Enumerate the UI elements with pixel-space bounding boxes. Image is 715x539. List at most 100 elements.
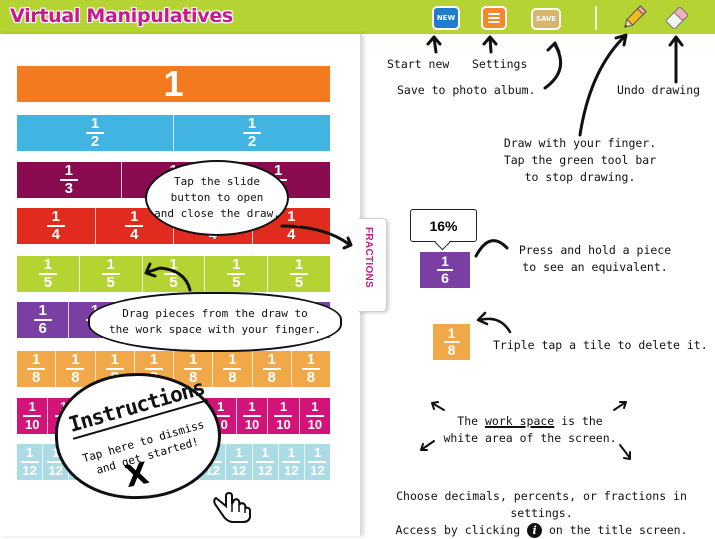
fraction-bar xyxy=(437,269,453,271)
fraction-bar xyxy=(59,179,78,181)
info-icon: i xyxy=(527,523,543,538)
fraction-bar xyxy=(243,132,261,134)
help-draw-line2: Tap the green tool bar xyxy=(503,153,657,167)
tile-denominator: 10 xyxy=(24,417,40,432)
drawer-slide-tab[interactable]: FRACTIONS xyxy=(359,218,387,312)
tile-denominator: 12 xyxy=(257,463,273,478)
tile-numerator: 1 xyxy=(294,256,304,273)
tile-denominator: 8 xyxy=(31,369,41,386)
tile-denominator: 5 xyxy=(294,274,304,291)
piece-denominator: 6 xyxy=(441,270,449,286)
workspace-post: is the xyxy=(554,414,603,428)
tile-denominator: 12 xyxy=(231,463,247,478)
tile-numerator: 1 xyxy=(64,162,73,179)
fraction-bar xyxy=(308,461,327,463)
fraction-bar xyxy=(144,368,163,370)
tile-numerator: 1 xyxy=(267,351,276,368)
tile-numerator: 1 xyxy=(169,256,178,273)
help-draw-text: Draw with your finger. Tap the green too… xyxy=(480,135,680,186)
fraction-tile-1[interactable]: 1 xyxy=(17,63,330,104)
fraction-bar xyxy=(274,415,293,417)
tile-numerator: 1 xyxy=(247,115,257,132)
tile-denominator: 12 xyxy=(48,463,63,478)
fraction-bar xyxy=(211,415,230,417)
piece-denominator: 8 xyxy=(447,342,456,358)
tile-denominator: 12 xyxy=(22,463,37,478)
tile-denominator: 3 xyxy=(64,180,73,197)
tile-denominator: 5 xyxy=(106,274,115,291)
pencil-icon[interactable] xyxy=(620,4,648,32)
slide-tip-bubble: Tap the slide button to open and close t… xyxy=(145,160,289,236)
piece-numerator: 1 xyxy=(447,325,456,341)
fraction-bar xyxy=(229,461,248,463)
fraction-bar xyxy=(243,415,262,417)
tile-denominator: 5 xyxy=(169,274,178,291)
tile-denominator: 12 xyxy=(284,463,299,478)
tile-denominator: 8 xyxy=(306,369,316,386)
drawer-tab-label: FRACTIONS xyxy=(363,227,374,289)
tile-numerator: 1 xyxy=(248,399,256,414)
fraction-bar xyxy=(184,368,203,370)
tile-numerator: 1 xyxy=(28,399,36,414)
drag-tip-line1: Drag pieces from the draw to xyxy=(122,307,308,320)
tile-numerator: 1 xyxy=(130,208,139,225)
help-press-line1: Press and hold a piece xyxy=(518,243,672,257)
tile-numerator: 1 xyxy=(274,162,283,179)
tile-numerator: 1 xyxy=(313,445,322,460)
toolbar[interactable]: Virtual Manipulatives NEW SAVE xyxy=(0,0,715,34)
slide-tip-line3: and close the draw. xyxy=(154,207,280,220)
fraction-bar xyxy=(66,368,85,370)
fraction-row-whole: 1 xyxy=(17,63,330,104)
tile-denominator: 10 xyxy=(307,417,323,432)
eraser-icon[interactable] xyxy=(663,4,691,32)
tile-denominator: 4 xyxy=(130,226,139,243)
list-icon xyxy=(488,13,500,23)
tile-numerator: 1 xyxy=(287,208,296,225)
tile-numerator: 1 xyxy=(90,115,100,132)
sample-piece-one-sixth[interactable]: 1 6 xyxy=(420,252,470,288)
help-press-line2: to see an equivalent. xyxy=(522,260,668,274)
fraction-bar xyxy=(227,273,246,275)
help-press-text: Press and hold a piece to see an equival… xyxy=(505,242,685,276)
workspace-line2: white area of the screen. xyxy=(443,431,617,445)
help-draw-line3: to stop drawing. xyxy=(524,170,636,184)
fraction-bar xyxy=(33,319,52,321)
fraction-bar xyxy=(290,273,309,275)
save-button[interactable]: SAVE xyxy=(531,8,561,30)
tile-numerator: 1 xyxy=(106,256,115,273)
fraction-bar xyxy=(20,461,39,463)
sample-piece-one-eighth[interactable]: 1 8 xyxy=(433,324,470,360)
new-button[interactable]: NEW xyxy=(432,6,460,30)
tile-numerator: 1 xyxy=(217,399,225,414)
tile-denominator: 4 xyxy=(51,226,60,243)
tile-numerator: 1 xyxy=(31,351,41,368)
drag-tip-line2: the work space with your finger. xyxy=(109,323,321,336)
settings-button[interactable] xyxy=(481,6,507,30)
slide-tip-line1: Tap the slide xyxy=(173,175,261,188)
